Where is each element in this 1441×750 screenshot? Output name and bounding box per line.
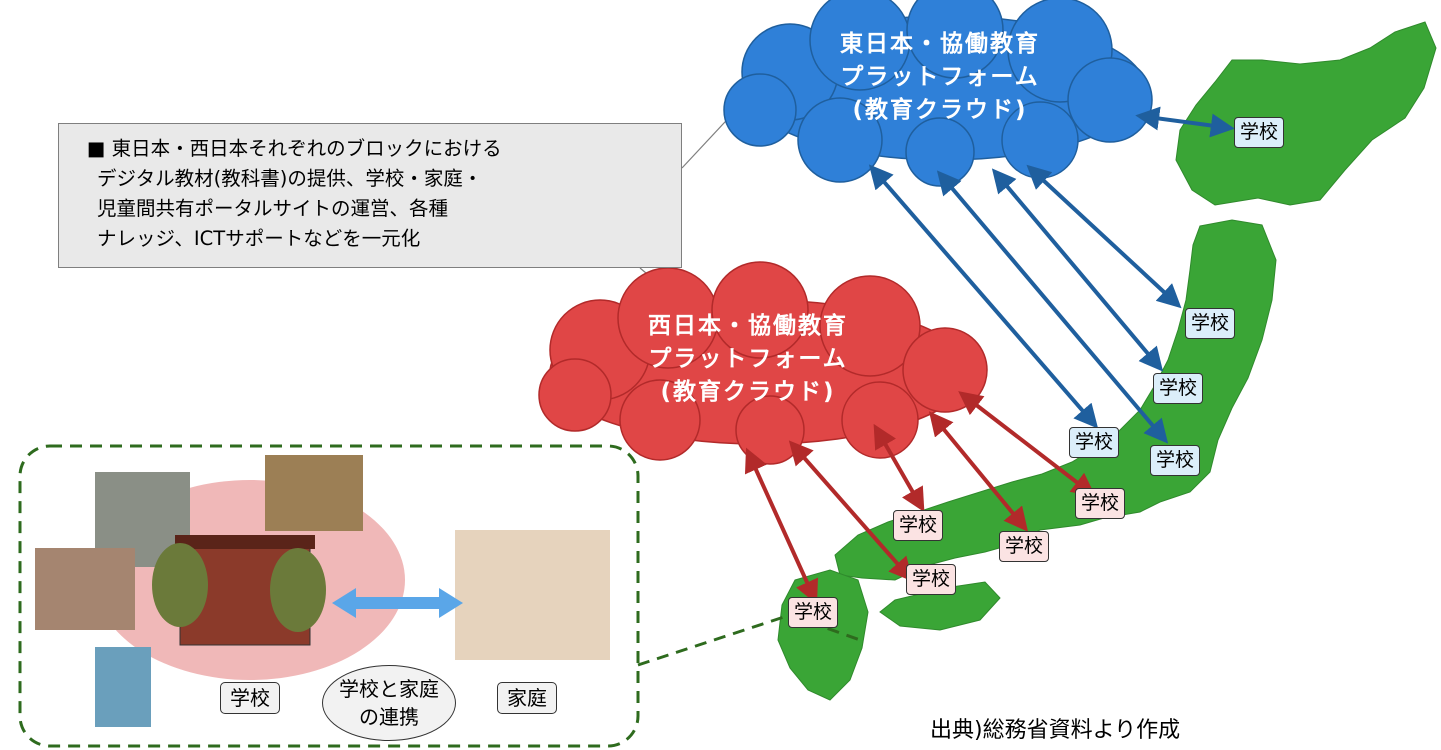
inset-panel [18, 444, 640, 748]
school-illustration [35, 455, 610, 727]
west-cloud-line-2: プラットフォーム [648, 346, 848, 372]
school-home-arrow-head-left [332, 588, 356, 618]
east-cloud [723, 0, 1153, 187]
west-cloud-line-3: (教育クラウド) [660, 379, 836, 405]
school-label-kanto-north: 学校 [1153, 373, 1204, 404]
east-arrows [868, 106, 1235, 444]
school-label-kyushu: 学校 [788, 597, 839, 628]
photo-students-tablets [95, 647, 151, 727]
school-home-link-label: 学校と家庭 の連携 [322, 665, 456, 741]
school-roof [175, 535, 315, 549]
school-label-chugoku: 学校 [893, 510, 944, 541]
callout-line-2: デジタル教材(教科書)の提供、学校・家庭・ [97, 167, 483, 190]
west-arrow-kinki [928, 411, 1029, 532]
east-arrow-chubu [868, 164, 1099, 429]
photo-student-laptop [265, 455, 363, 531]
school-label-kanto-south: 学校 [1150, 445, 1201, 476]
school-label-kinki: 学校 [999, 531, 1050, 562]
west-arrows [744, 391, 1096, 605]
callout-line-4: ナレッジ、ICTサポートなどを一元化 [97, 227, 421, 250]
east-arrow-tohoku [1026, 164, 1182, 309]
school-home-arrow-head-right [439, 588, 463, 618]
source-note: 出典)総務省資料より作成 [930, 718, 1181, 743]
photo-family [455, 530, 610, 660]
link-label-line-1: 学校と家庭 [339, 677, 439, 701]
school-label-hokkaido: 学校 [1234, 117, 1285, 148]
school-label-hokuriku: 学校 [1075, 488, 1126, 519]
east-cloud-title: 東日本・協働教育 プラットフォーム (教育クラウド) [790, 28, 1090, 127]
callout-line-1: ■ 東日本・西日本それぞれのブロックにおける [87, 137, 502, 160]
school-label-chubu-east: 学校 [1069, 427, 1120, 458]
east-arrow-hokkaido [1135, 106, 1235, 138]
callout-box: ■ 東日本・西日本それぞれのブロックにおける デジタル教材(教科書)の提供、学校… [58, 123, 682, 268]
tree-right [270, 548, 326, 632]
callout-line-3: 児童間共有ポータルサイトの運営、各種 [97, 197, 449, 220]
inset-home-label: 家庭 [497, 682, 557, 714]
east-cloud-line-2: プラットフォーム [840, 64, 1040, 90]
school-label-tohoku: 学校 [1185, 308, 1236, 339]
west-arrow-kyushu [744, 447, 819, 605]
hokkaido-island [1175, 21, 1437, 206]
shikoku-island [879, 581, 1001, 631]
west-cloud-title: 西日本・協働教育 プラットフォーム (教育クラウド) [598, 310, 898, 409]
west-cloud-line-1: 西日本・協働教育 [648, 313, 848, 339]
school-label-shikoku: 学校 [906, 564, 957, 595]
east-cloud-line-1: 東日本・協働教育 [840, 31, 1040, 57]
east-cloud-line-3: (教育クラウド) [852, 97, 1028, 123]
link-label-line-2: の連携 [359, 705, 419, 729]
tree-left [152, 543, 208, 627]
inset-school-label: 学校 [220, 682, 280, 714]
kyushu-island [777, 569, 869, 701]
photo-classroom-2 [35, 548, 135, 630]
